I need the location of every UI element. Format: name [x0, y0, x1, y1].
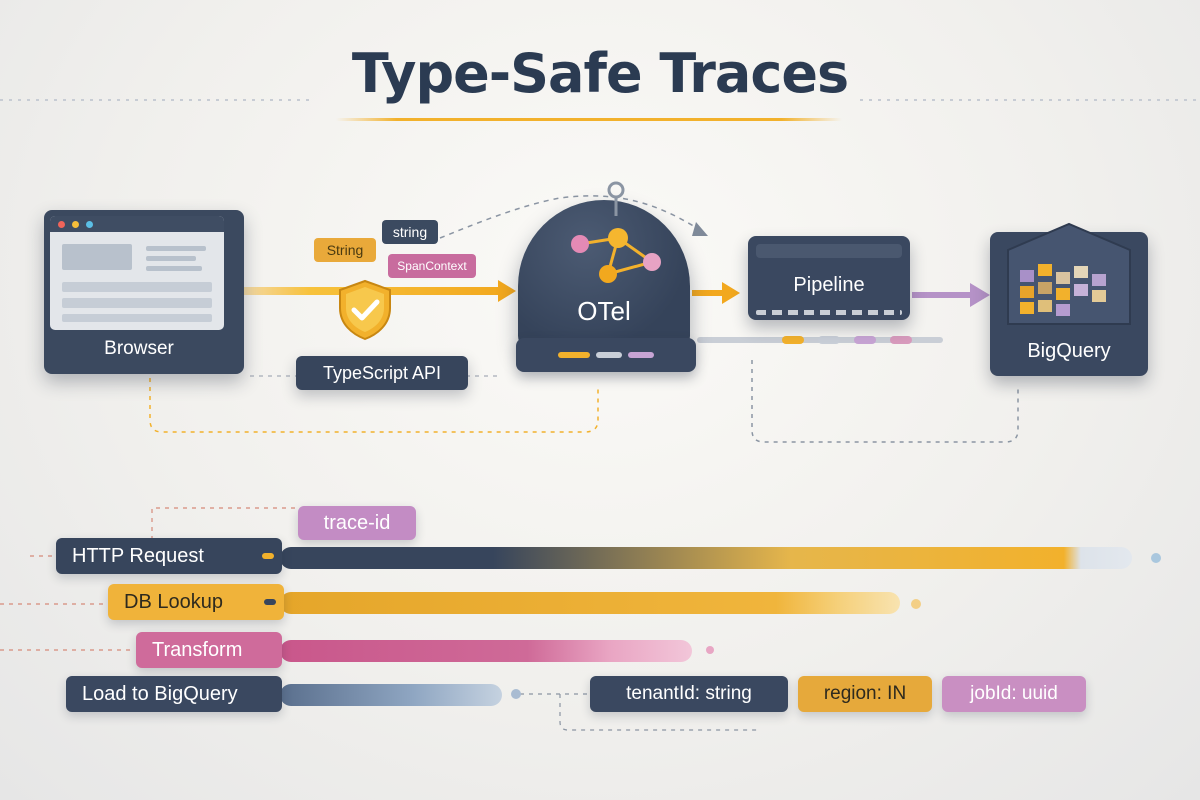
belt-marker: [854, 336, 876, 344]
browser-label: Browser: [104, 338, 174, 359]
attribute-guides: [520, 693, 760, 731]
browser-row: [62, 298, 212, 308]
span-label-http-request: HTTP Request: [56, 538, 282, 574]
timeline-dot: [511, 689, 521, 699]
otel-label: OTel: [577, 296, 631, 326]
attr-region: region: IN: [798, 676, 932, 712]
dashed-arc-top: [439, 195, 701, 239]
pipeline-to-bq-arrow: [970, 283, 990, 307]
timeline-dot: [911, 599, 921, 609]
otel-to-pipeline-line: [692, 290, 728, 296]
maximize-dot-icon: [86, 221, 93, 228]
otel-indicator: [558, 352, 590, 358]
span-bar-db-lookup: [280, 592, 900, 614]
otel-indicator: [596, 352, 622, 358]
belt-marker: [890, 336, 912, 344]
browser-row: [62, 282, 212, 292]
browser-to-otel-arrow: [498, 280, 516, 302]
timeline-dot: [706, 646, 714, 654]
bigquery-label: BigQuery: [1027, 340, 1111, 362]
warehouse-icon: [1007, 222, 1131, 325]
bigquery-node: BigQuery: [990, 222, 1148, 376]
pipeline-label: Pipeline: [793, 274, 865, 296]
span-bar-http-request: [280, 547, 1132, 569]
browser-node: Browser: [44, 210, 244, 374]
typescript-api-label: TypeScript API: [296, 356, 468, 390]
span-marker-icon: [264, 599, 276, 605]
pipeline-to-bq-line: [912, 292, 974, 298]
tag-string-lower: string: [382, 220, 438, 244]
browser-hero-block: [62, 244, 132, 270]
browser-text-line: [146, 246, 206, 251]
belt-marker: [818, 336, 840, 344]
otel-to-pipeline-arrow: [722, 282, 740, 304]
span-bar-load-bigquery: [280, 684, 502, 706]
pipeline-top-bar: [756, 244, 902, 258]
attr-job-id: jobId: uuid: [942, 676, 1086, 712]
antenna-icon: [607, 181, 625, 216]
tag-string-upper: String: [314, 238, 376, 262]
belt-marker: [782, 336, 804, 344]
title-underline: [336, 118, 842, 121]
browser-loop: [149, 378, 599, 433]
otel-base: [516, 338, 696, 372]
span-label-text: DB Lookup: [124, 591, 223, 613]
pipeline-segments: [756, 310, 902, 315]
pipeline-node: Pipeline: [748, 236, 910, 320]
span-marker-icon: [262, 553, 274, 559]
graph-network-icon: [571, 228, 661, 283]
minimize-dot-icon: [72, 221, 79, 228]
span-label-load-bigquery: Load to BigQuery: [66, 676, 282, 712]
browser-text-line: [146, 256, 196, 261]
timeline-guides: [0, 507, 300, 651]
span-label-text: HTTP Request: [72, 545, 204, 567]
shield-check-icon: [339, 279, 391, 341]
pipeline-loop: [751, 360, 1019, 443]
dashed-arc-arrowhead: [692, 222, 708, 236]
browser-text-line: [146, 266, 202, 271]
trace-id-tag: trace-id: [298, 506, 416, 540]
tag-span-context: SpanContext: [388, 254, 476, 278]
page-title: Type-Safe Traces: [351, 42, 849, 105]
background-stripes: [0, 149, 1200, 766]
timeline-dot: [1151, 553, 1161, 563]
browser-titlebar: [50, 216, 224, 232]
attr-tenant-id: tenantId: string: [590, 676, 788, 712]
close-dot-icon: [58, 221, 65, 228]
browser-window: [50, 216, 224, 330]
browser-row: [62, 314, 212, 322]
span-label-transform: Transform: [136, 632, 282, 668]
otel-indicator: [628, 352, 654, 358]
span-label-db-lookup: DB Lookup: [108, 584, 284, 620]
span-bar-transform: [280, 640, 692, 662]
